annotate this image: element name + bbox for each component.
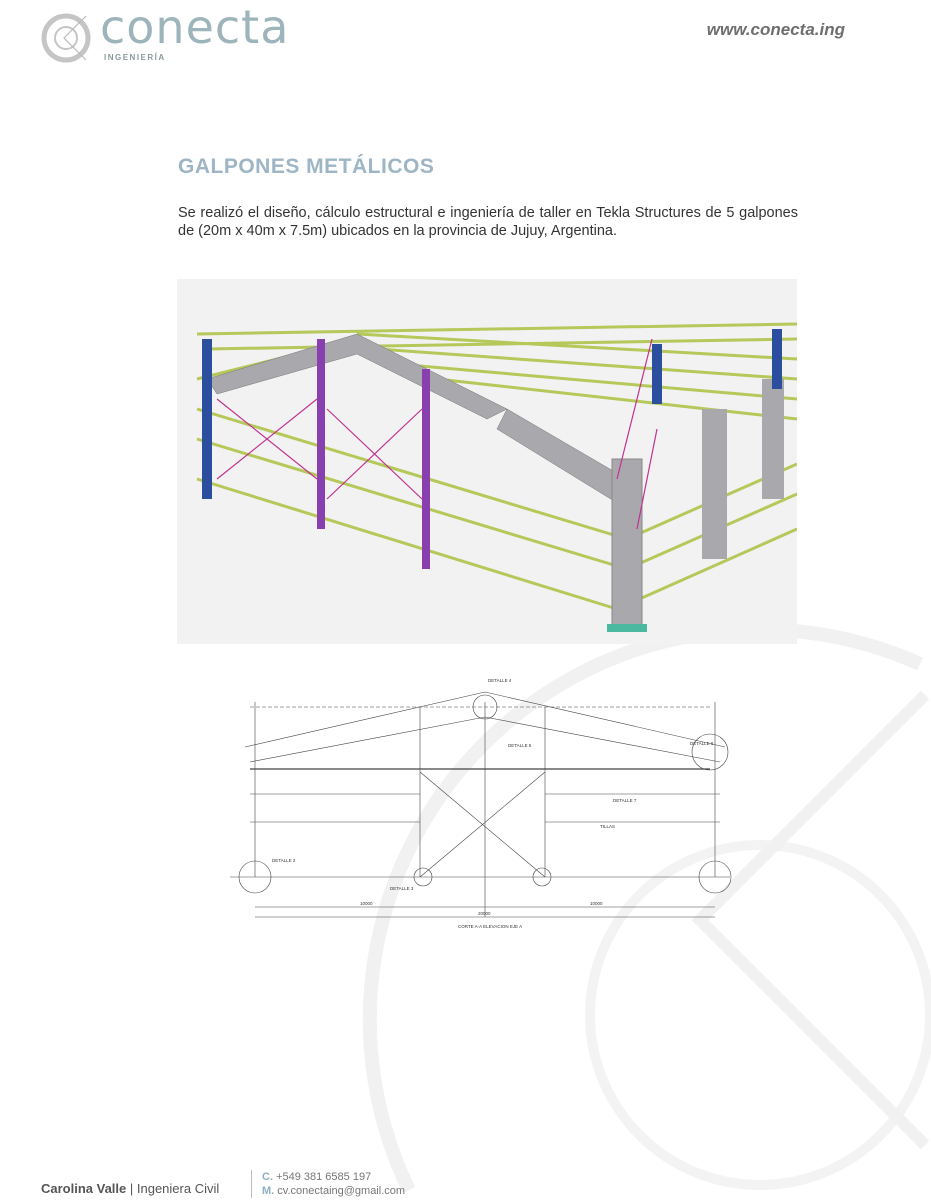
label-detalle-7: DETALLE 7 <box>613 798 637 803</box>
author-role: Ingeniera Civil <box>136 1181 220 1196</box>
logo-text: conecta <box>100 0 290 54</box>
label-detalle-2: DETALLE 2 <box>272 858 296 863</box>
drawing-caption: CORTE A-A ELEVACION EJE A <box>458 924 522 929</box>
label-detalle-4: DETALLE 4 <box>488 678 512 683</box>
footer-contact: C. +549 381 6585 197 M. cv.conectaing@gm… <box>262 1170 405 1198</box>
section-paragraph: Se realizó el diseño, cálculo estructura… <box>178 205 798 239</box>
elevation-drawing: DETALLE 2 DETALLE 3 DETALLE 4 DETALLE 5 … <box>230 678 732 929</box>
logo-subtitle: INGENIERÍA <box>104 53 166 62</box>
company-logo: conecta INGENIERÍA <box>40 0 310 64</box>
dim-half-right: 10000 <box>590 901 603 906</box>
phone[interactable]: +549 381 6585 197 <box>276 1171 372 1183</box>
label-tillas: TILLAS <box>600 824 615 829</box>
tekla-3d-model-image <box>177 279 797 644</box>
email[interactable]: cv.conectaing@gmail.com <box>277 1185 406 1197</box>
website-link[interactable]: www.conecta.ing <box>706 20 845 39</box>
label-detalle-3: DETALLE 3 <box>390 886 414 891</box>
section-title: GALPONES METÁLICOS <box>178 155 435 178</box>
logo-mark-icon <box>41 13 91 63</box>
footer-divider <box>251 1170 252 1198</box>
label-detalle-6: DETALLE 6 <box>690 741 714 746</box>
author-name: Carolina Valle <box>41 1181 127 1196</box>
footer-author: Carolina Valle | Ingeniera Civil <box>41 1181 220 1196</box>
dim-total: 20000 <box>478 911 491 916</box>
mail-key: M. <box>262 1185 275 1197</box>
label-detalle-5: DETALLE 5 <box>508 743 532 748</box>
dim-half-left: 10000 <box>360 901 373 906</box>
phone-key: C. <box>262 1171 273 1183</box>
